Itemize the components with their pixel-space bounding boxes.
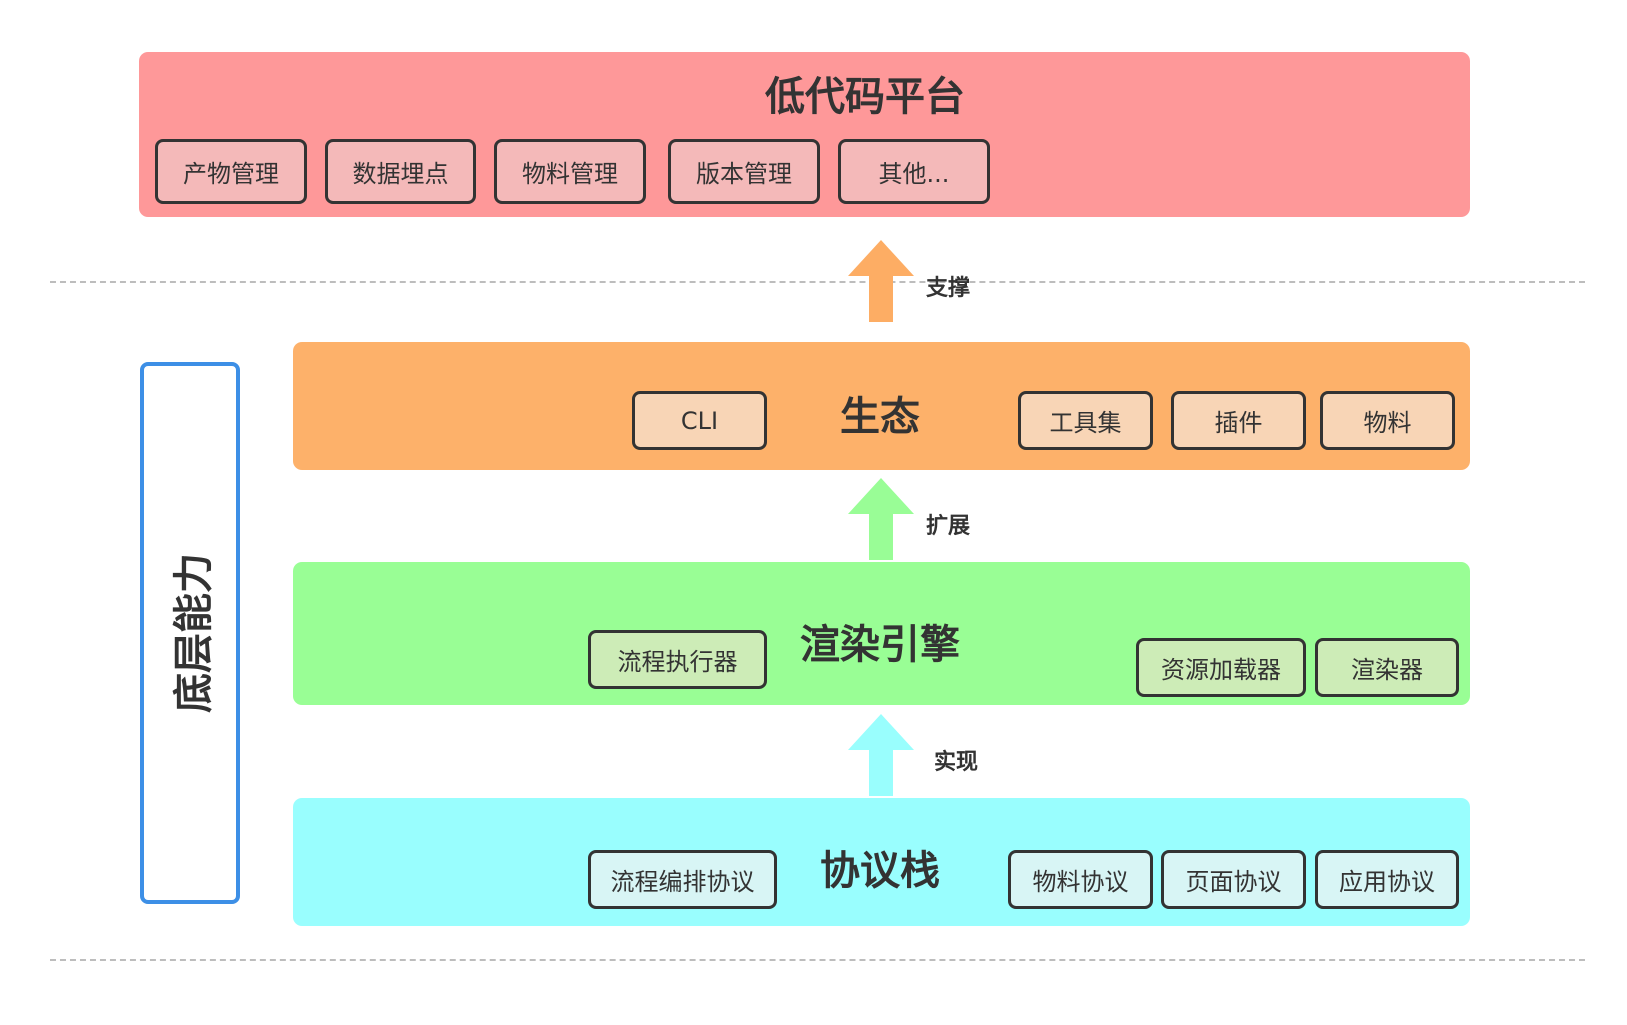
render-engine-title: 渲染引擎 [800,622,960,668]
protocol-stack-title: 协议栈 [820,848,940,894]
platform-chip-artifacts[interactable]: 产物管理 [155,139,307,204]
top-dashed-separator [50,281,1585,283]
protocol-chip-materials[interactable]: 物料协议 [1008,850,1153,909]
protocol-chip-page[interactable]: 页面协议 [1161,850,1306,909]
platform-chip-materials[interactable]: 物料管理 [494,139,646,204]
support-arrow-icon [848,240,914,322]
implement-label: 实现 [934,750,979,775]
underlying-capability-panel: 底层能力 [140,362,240,904]
platform-chip-others[interactable]: 其他... [838,139,990,204]
implement-arrow-icon [848,714,914,796]
protocol-chip-flow[interactable]: 流程编排协议 [588,850,777,909]
render-chip-flow-executor[interactable]: 流程执行器 [588,630,767,689]
platform-chip-tracking[interactable]: 数据埋点 [325,139,476,204]
underlying-capability-label: 底层能力 [171,553,217,713]
ecosystem-chip-toolkit[interactable]: 工具集 [1018,391,1153,450]
ecosystem-chip-materials[interactable]: 物料 [1320,391,1455,450]
platform-chip-versions[interactable]: 版本管理 [668,139,820,204]
ecosystem-chip-cli[interactable]: CLI [632,391,767,450]
bottom-dashed-separator [50,959,1585,961]
ecosystem-chip-plugins[interactable]: 插件 [1171,391,1306,450]
render-chip-resource-loader[interactable]: 资源加载器 [1136,638,1306,697]
platform-title: 低代码平台 [765,74,965,120]
render-chip-renderer[interactable]: 渲染器 [1315,638,1459,697]
protocol-chip-application[interactable]: 应用协议 [1315,850,1459,909]
extend-label: 扩展 [926,514,971,539]
support-label: 支撑 [926,276,971,301]
extend-arrow-icon [848,478,914,560]
ecosystem-title: 生态 [840,394,920,440]
